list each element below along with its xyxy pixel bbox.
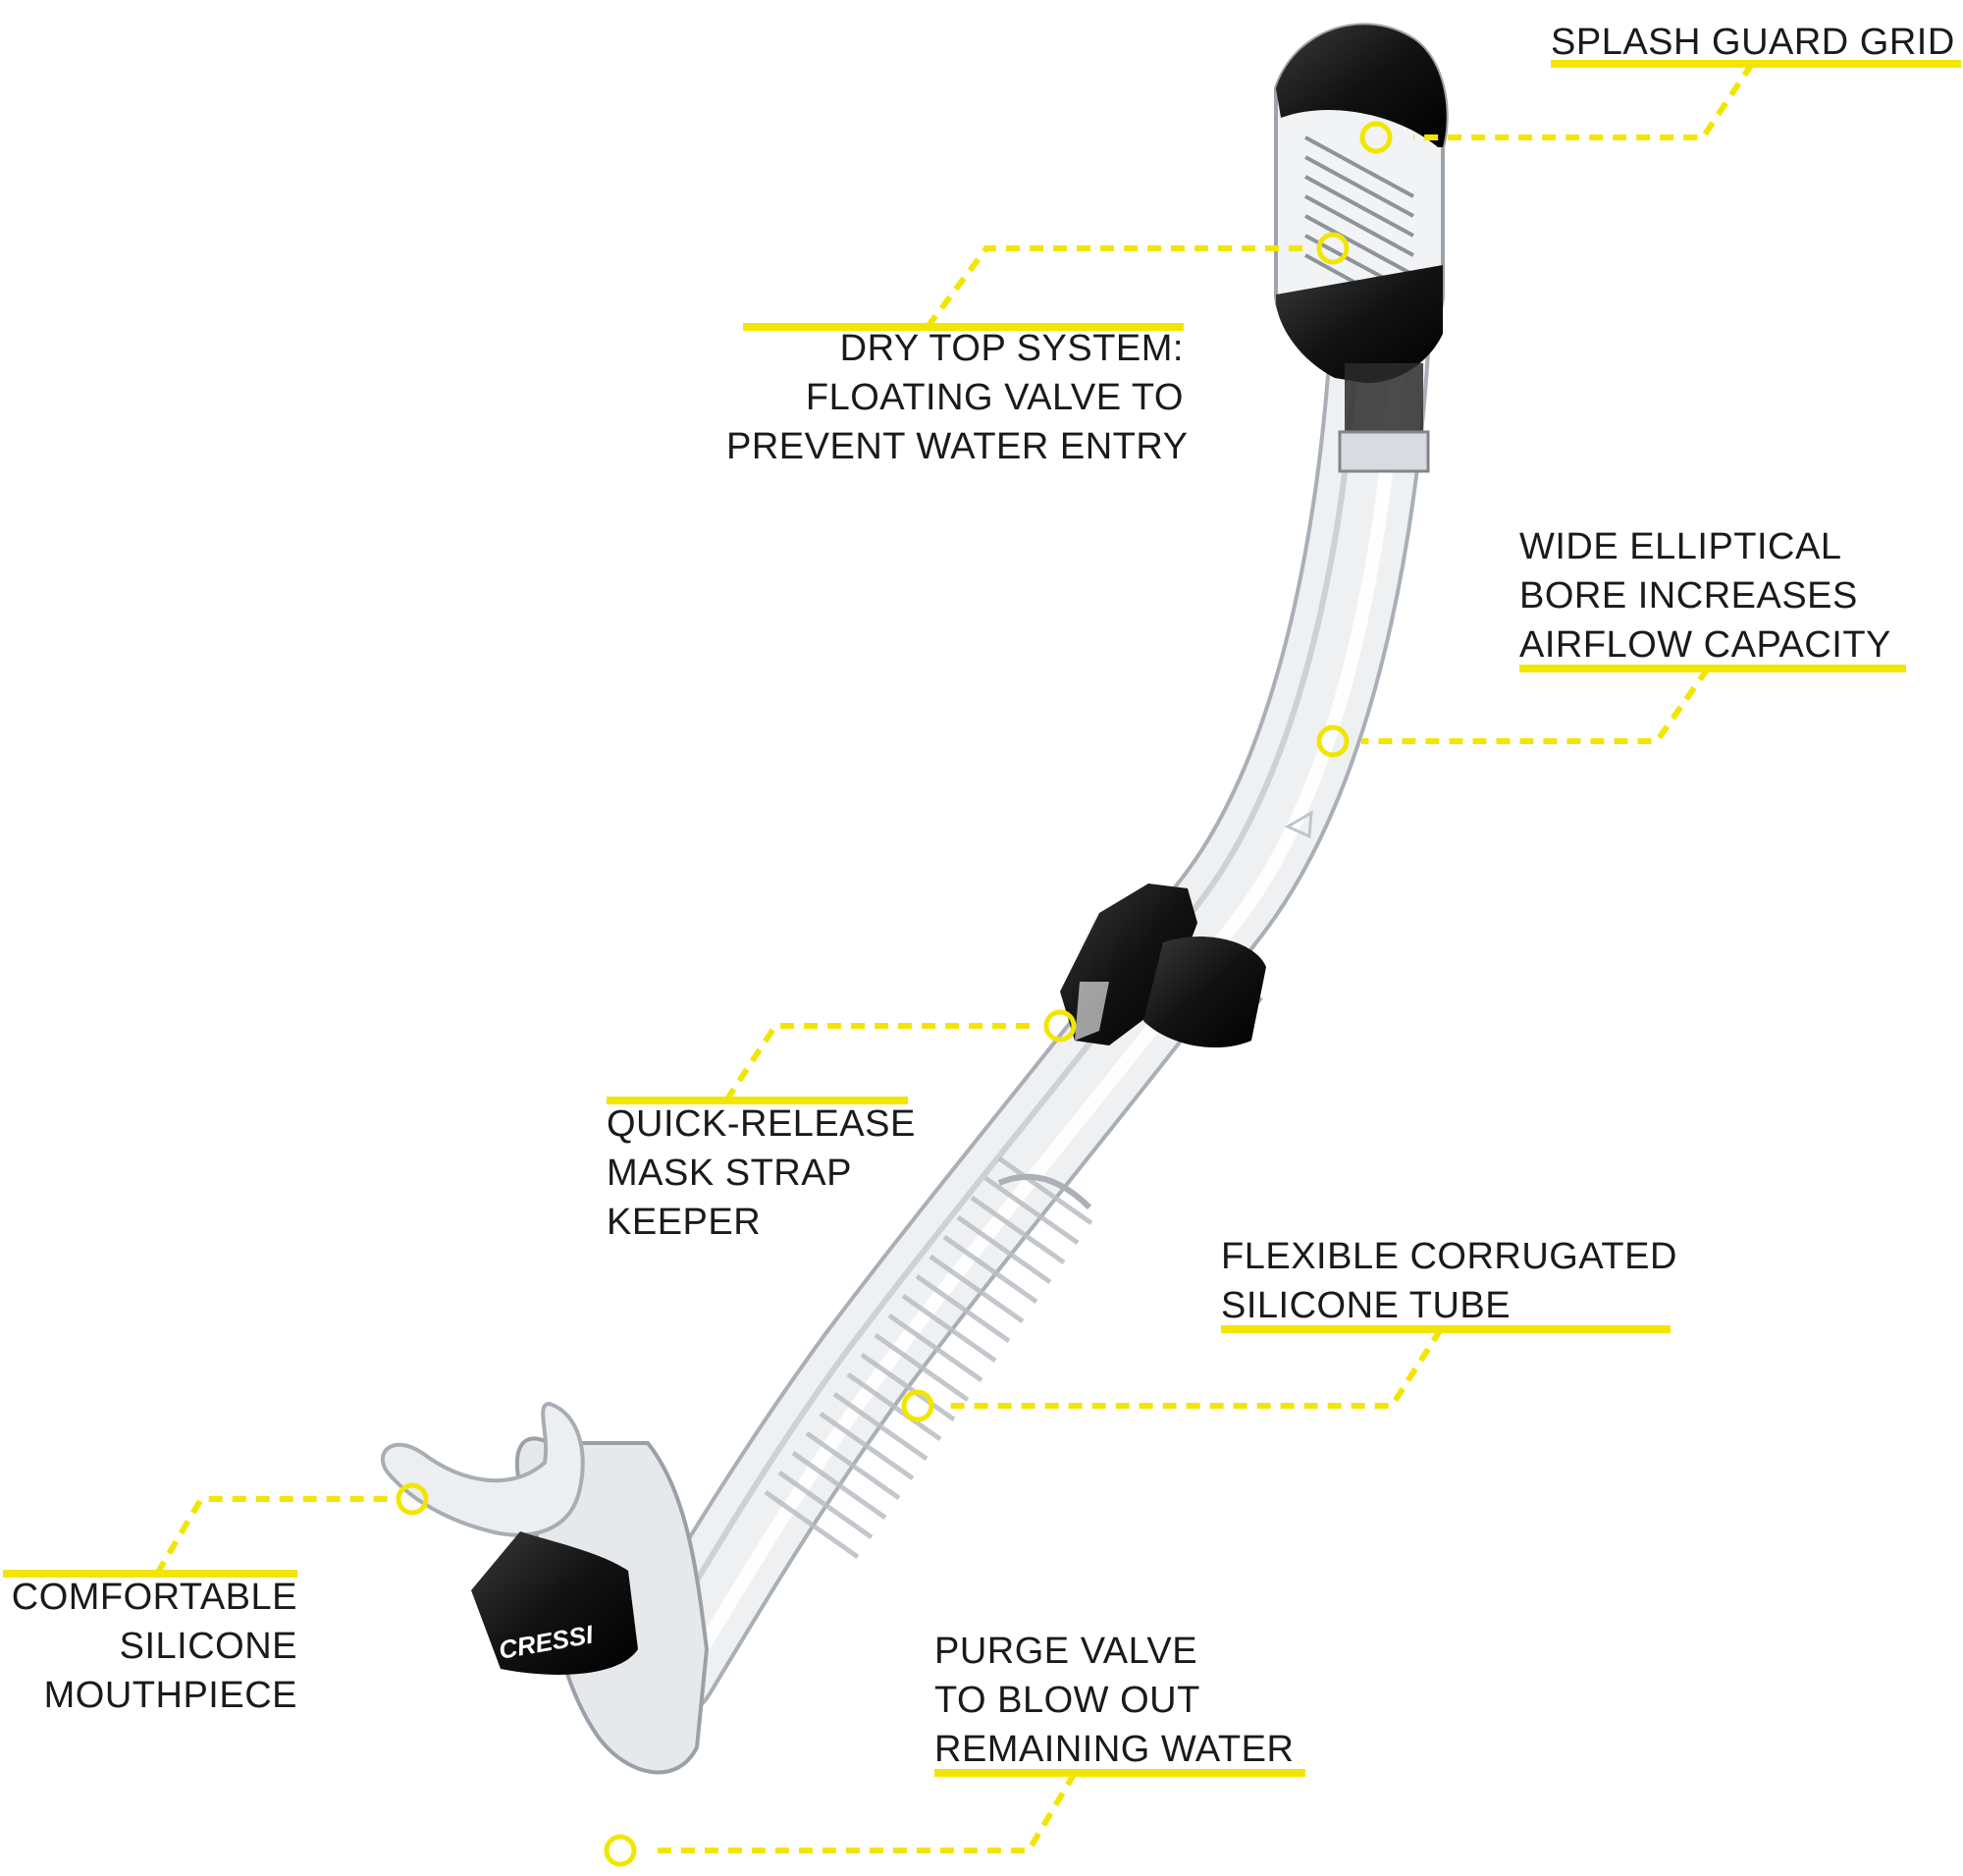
callout-leader-dry-top-system xyxy=(925,245,1310,329)
callout-marker-purge-valve xyxy=(604,1834,637,1867)
callout-label-splash-guard-grid: SPLASH GUARD GRID xyxy=(1551,22,1955,63)
callout-leader-purge-valve xyxy=(648,1771,1078,1853)
callout-leader-flexible-corrugated-tube xyxy=(947,1327,1444,1409)
mouthpiece: CRESSI xyxy=(381,1401,710,1775)
callout-leader-wide-elliptical-bore xyxy=(1361,667,1711,744)
callout-marker-wide-elliptical-bore xyxy=(1316,724,1350,758)
snorkel-illustration: CRESSI xyxy=(381,23,1449,1775)
callout-marker-dry-top-system xyxy=(1316,232,1350,265)
corrugated-section xyxy=(764,1155,1093,1560)
callout-leader-silicone-mouthpiece xyxy=(154,1496,388,1576)
callout-leader-quick-release-keeper xyxy=(723,1023,1035,1102)
callout-leader-splash-guard-grid xyxy=(1413,62,1755,140)
mask-strap-keeper xyxy=(1060,884,1266,1048)
callout-label-purge-valve: PURGE VALVE TO BLOW OUT REMAINING WATER xyxy=(934,1631,1295,1770)
callout-label-dry-top-system: DRY TOP SYSTEM: FLOATING VALVE TO PREVEN… xyxy=(726,328,1189,467)
callout-label-flexible-corrugated-tube: FLEXIBLE CORRUGATED SILICONE TUBE xyxy=(1221,1236,1677,1326)
callout-label-quick-release-keeper: QUICK-RELEASE MASK STRAP KEEPER xyxy=(607,1103,916,1243)
callout-marker-silicone-mouthpiece xyxy=(396,1482,429,1516)
callout-label-wide-elliptical-bore: WIDE ELLIPTICAL BORE INCREASES AIRFLOW C… xyxy=(1519,526,1891,666)
snorkel-tube xyxy=(620,188,1431,1716)
callout-marker-quick-release-keeper xyxy=(1043,1009,1077,1043)
callout-marker-splash-guard-grid xyxy=(1359,121,1393,154)
splash-guard xyxy=(1274,23,1449,473)
callout-marker-flexible-corrugated-tube xyxy=(901,1389,934,1422)
callout-label-silicone-mouthpiece: COMFORTABLE SILICONE MOUTHPIECE xyxy=(11,1577,297,1716)
callout-graphics xyxy=(3,60,1961,1867)
